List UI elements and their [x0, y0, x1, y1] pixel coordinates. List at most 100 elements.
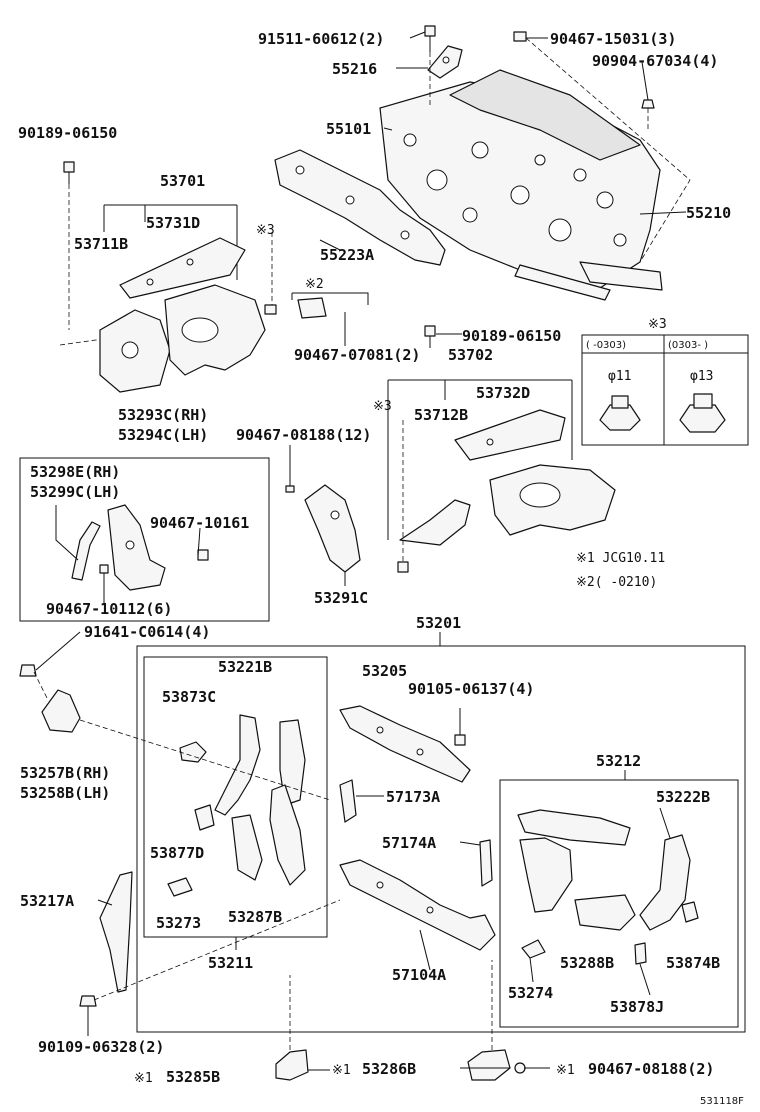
label-53287B: 53287B — [228, 908, 282, 926]
apron-53731D — [119, 237, 246, 299]
label-90189-06150-top: 90189-06150 — [18, 124, 117, 142]
cowl-top-55216 — [427, 45, 463, 79]
label-53711B: 53711B — [74, 235, 128, 253]
bracket-53257B — [41, 689, 81, 733]
inset-header-right: (0303- ) — [668, 340, 708, 351]
label-53201: 53201 — [416, 614, 461, 632]
mark-1-b: ※1 — [332, 1063, 351, 1078]
seal-53298E — [71, 521, 101, 581]
nut-90904 — [641, 99, 655, 109]
panel-53221B — [214, 714, 306, 816]
bracket-53273 — [167, 877, 193, 897]
nut-90467-10161 — [197, 549, 209, 561]
label-57174A: 57174A — [382, 834, 436, 852]
clip-90467-08188-2 — [514, 1062, 526, 1074]
bolt-90105 — [454, 734, 466, 746]
group-box-53298E — [19, 457, 270, 622]
label-90904-67034: 90904-67034(4) — [592, 52, 718, 70]
label-53701: 53701 — [160, 172, 205, 190]
label-90467-08188-12: 90467-08188(12) — [236, 426, 371, 444]
panel-53212 — [517, 809, 631, 913]
bolt-90189-top — [63, 161, 75, 184]
clip-note3-mid — [397, 561, 409, 573]
bolt-91511 — [424, 25, 436, 52]
label-53702: 53702 — [448, 346, 493, 364]
label-53212: 53212 — [596, 752, 641, 770]
label-53288B: 53288B — [560, 954, 614, 972]
label-53258B-lh: 53258B(LH) — [20, 784, 110, 802]
clip-90467-15031 — [513, 31, 527, 42]
bolt-90189-mid — [424, 325, 436, 348]
apron-53712B — [399, 499, 471, 546]
seal-53285B — [275, 1049, 309, 1081]
inset-spec-table — [581, 334, 749, 446]
label-90467-07081: 90467-07081(2) — [294, 346, 420, 364]
label-53274: 53274 — [508, 984, 553, 1002]
label-note3-mid: ※3 — [373, 399, 392, 414]
apron-53732D — [454, 409, 566, 461]
label-55210: 55210 — [686, 204, 731, 222]
mark-1-c: ※1 — [556, 1063, 575, 1078]
inset-header-left: ( -0303) — [586, 340, 626, 351]
clip-note3-left — [264, 304, 277, 315]
label-53732D: 53732D — [476, 384, 530, 402]
footnote-1: ※1 JCG10.11 — [576, 551, 665, 566]
bracket-53287B — [231, 814, 263, 881]
label-90467-15031: 90467-15031(3) — [550, 30, 676, 48]
label-90467-10161: 90467-10161 — [150, 514, 249, 532]
bracket-53873C — [179, 741, 207, 763]
label-53211: 53211 — [208, 954, 253, 972]
label-53731D: 53731D — [146, 214, 200, 232]
wheelhouse-53702 — [489, 464, 616, 536]
clip-90467-10112 — [99, 564, 109, 598]
bracket-53874B — [681, 901, 699, 923]
inset-diameter-left: φ11 — [608, 369, 631, 384]
label-53294C-lh: 53294C(LH) — [118, 426, 208, 444]
label-55216: 55216 — [332, 60, 377, 78]
label-note2: ※2 — [305, 277, 324, 292]
label-90109-06328: 90109-06328(2) — [38, 1038, 164, 1056]
mark-1-a: ※1 — [134, 1071, 153, 1086]
bracket-53878J — [634, 942, 647, 965]
label-91641-c0614: 91641-C0614(4) — [84, 623, 210, 641]
bracket-53222B — [639, 834, 691, 931]
label-90467-10112: 90467-10112(6) — [46, 600, 172, 618]
label-53221B: 53221B — [218, 658, 272, 676]
support-53221B-2 — [269, 784, 306, 886]
bracket-53288B — [574, 894, 636, 931]
inset-diameter-right: φ13 — [690, 369, 713, 384]
label-53298E-rh: 53298E(RH) — [30, 463, 120, 481]
label-53222B: 53222B — [656, 788, 710, 806]
label-57173A: 57173A — [386, 788, 440, 806]
footnote-2: ※2( -0210) — [576, 575, 657, 590]
bracket-53291C — [304, 484, 361, 573]
label-53205: 53205 — [362, 662, 407, 680]
crossmember-53205 — [339, 705, 471, 783]
label-note3-box: ※3 — [648, 317, 667, 332]
label-91511-60612: 91511-60612(2) — [258, 30, 384, 48]
label-53257B-rh: 53257B(RH) — [20, 764, 110, 782]
label-53293C-rh: 53293C(RH) — [118, 406, 208, 424]
bracket-53293C — [107, 504, 166, 591]
nut-91641 — [19, 664, 37, 677]
label-90189-06150-mid: 90189-06150 — [462, 327, 561, 345]
seal-57174A — [479, 839, 493, 887]
group-box-53201 — [136, 645, 746, 1033]
label-53273: 53273 — [156, 914, 201, 932]
clip-90467-07081 — [297, 297, 346, 330]
bracket-53274 — [521, 939, 546, 959]
clip-90467-08188-12 — [285, 485, 295, 493]
label-57104A: 57104A — [392, 966, 446, 984]
seal-53286B — [467, 1049, 511, 1081]
apron-53711B — [99, 309, 171, 393]
label-55101: 55101 — [326, 120, 371, 138]
crossmember-57104A — [339, 859, 496, 951]
seal-57173A — [339, 779, 357, 823]
label-90467-08188-2: 90467-08188(2) — [588, 1060, 714, 1078]
label-53291C: 53291C — [314, 589, 368, 607]
reinforcement-55223A — [274, 149, 446, 266]
label-53217A: 53217A — [20, 892, 74, 910]
label-55223A: 55223A — [320, 246, 374, 264]
